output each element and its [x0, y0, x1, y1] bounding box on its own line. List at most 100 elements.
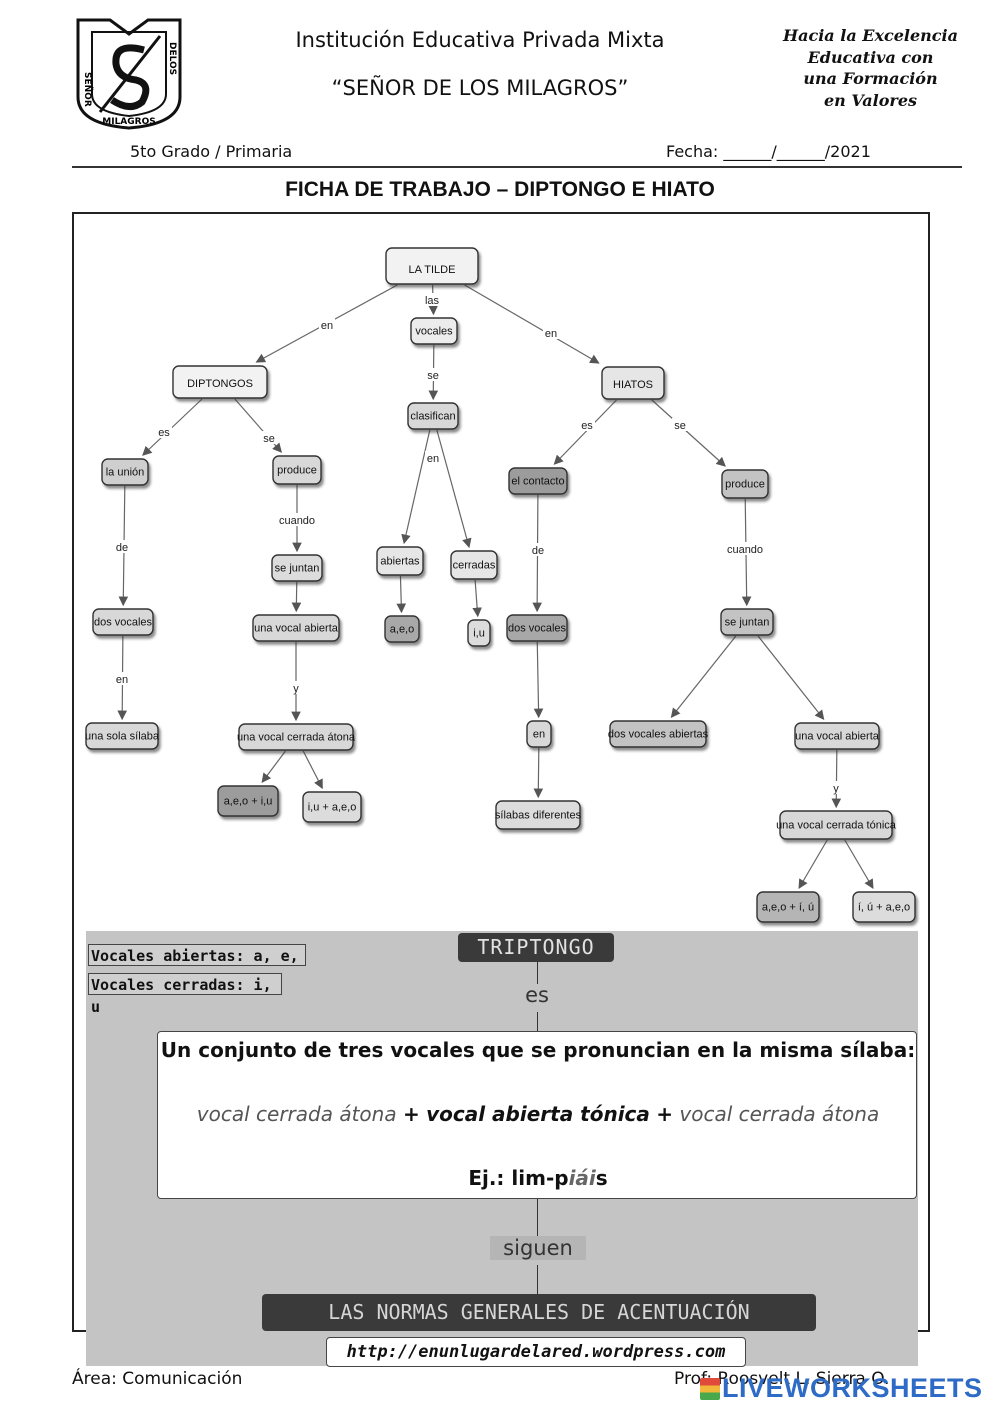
map-link-label-bg: [831, 781, 841, 794]
map-link-label-bg: [425, 451, 441, 464]
map-link-label-bg: [156, 425, 172, 438]
map-node-label: dos vocales: [94, 617, 153, 629]
link-siguen: siguen: [490, 1236, 586, 1260]
map-node-dos-vocales-abiertas: dos vocales abiertas: [608, 720, 709, 748]
map-link-label-bg: [725, 542, 765, 555]
map-link-label-bg: [425, 368, 441, 381]
map-link-label-y: y: [293, 683, 299, 695]
map-link-label-en: en: [427, 453, 439, 465]
map-connector: [261, 750, 286, 783]
map-node-en-h: en: [526, 720, 552, 748]
map-node-una-sola-silaba: una sola sílaba: [85, 722, 160, 750]
example: Ej.: lim-piáis: [468, 1166, 608, 1190]
map-node-label: una vocal cerrada tónica: [776, 820, 897, 832]
map-link-label-bg: [530, 543, 546, 556]
map-node-combo-d2: i,u + a,e,o: [302, 791, 362, 823]
map-link-label-es: es: [158, 427, 170, 439]
map-node-label: dos vocales abiertas: [608, 729, 709, 741]
map-link-label-bg: [291, 681, 301, 694]
map-node-la-union: la unión: [101, 458, 149, 486]
map-node-label: sílabas diferentes: [495, 810, 582, 822]
map-connector: [757, 635, 825, 720]
map-node-una-vocal-cerrada-tonica: una vocal cerrada tónica: [776, 810, 897, 840]
map-node-combo-h2: í, ú + a,e,o: [852, 891, 916, 923]
map-node-label: dos vocales: [508, 623, 567, 635]
map-link-label-se: se: [427, 370, 439, 382]
map-link-label-en: en: [545, 328, 557, 340]
map-connector: [302, 750, 323, 790]
source-url[interactable]: http://enunlugardelared.wordpress.com: [326, 1337, 746, 1367]
connector-line: [537, 1265, 538, 1294]
map-node-se-juntan-h: se juntan: [720, 608, 774, 636]
map-link-label-se: se: [674, 420, 686, 432]
vocales-abiertas-box: Vocales abiertas: a, e, o: [88, 944, 306, 987]
map-connector: [464, 284, 600, 364]
map-node-una-vocal-cerrada-atona: una vocal cerrada átona: [237, 723, 356, 751]
map-node-label: cerradas: [453, 560, 496, 572]
map-link-label-bg: [672, 418, 688, 431]
triptongo-heading: TRIPTONGO: [458, 933, 614, 962]
map-node-diptongos: DIPTONGOS: [172, 365, 268, 399]
map-connector: [142, 398, 203, 456]
map-connector: [553, 399, 617, 465]
map-connector: [844, 839, 874, 890]
map-node-dos-vocales-h: dos vocales: [506, 614, 568, 642]
map-node-label: se juntan: [275, 563, 320, 575]
map-node-label: produce: [277, 465, 317, 477]
map-connector: [670, 635, 737, 718]
map-node-label: a,e,o + i,u: [224, 796, 273, 808]
map-node-label: el contacto: [511, 476, 564, 488]
map-link-label-bg: [114, 672, 130, 685]
map-node-root: LA TILDE: [385, 247, 479, 285]
map-connector: [401, 429, 431, 545]
map-node-produce-h: produce: [721, 469, 769, 499]
map-node-hiatos: HIATOS: [601, 366, 665, 400]
teacher-label: Prof: Roosvelt L. Sierra O.: [674, 1369, 890, 1389]
map-node-abiertas: abiertas: [376, 546, 424, 576]
triptongo-definition-box: Un conjunto de tres vocales que se pronu…: [157, 1031, 917, 1199]
map-link-label-bg: [114, 540, 130, 553]
map-node-clasifican: clasifican: [407, 402, 459, 430]
liveworksheets-logo: LIVEWORKSHEETS: [700, 1373, 983, 1404]
map-link-label-se: se: [263, 433, 275, 445]
area-label: Área: Comunicación: [72, 1369, 243, 1389]
school-logo: SEÑOR DELOS MILAGROS: [70, 12, 188, 130]
map-node-label: la unión: [106, 467, 145, 479]
header-divider: [72, 166, 962, 168]
map-node-se-juntan-d: se juntan: [271, 554, 323, 582]
vocales-cerradas-box: Vocales cerradas: i, u: [88, 973, 282, 1016]
map-node-label: abiertas: [380, 556, 420, 568]
school-motto: Hacia la Excelencia Educativa con una Fo…: [783, 26, 958, 110]
map-node-label: i,u + a,e,o: [308, 802, 357, 814]
school-name-line2: “SEÑOR DE LOS MILAGROS”: [331, 76, 629, 100]
map-link-label-cuando: cuando: [727, 544, 763, 556]
map-node-label: DIPTONGOS: [187, 378, 253, 390]
map-node-combo-d1: a,e,o + i,u: [217, 785, 279, 817]
map-connector: [396, 575, 407, 614]
map-link-label-en: en: [116, 674, 128, 686]
map-node-vocales: vocales: [410, 317, 458, 345]
map-connector: [472, 579, 482, 618]
map-link-label-es: es: [581, 420, 593, 432]
map-link-label-bg: [579, 418, 595, 431]
map-node-label: LA TILDE: [409, 264, 456, 276]
map-node-label: en: [533, 729, 545, 741]
map-node-aeo: a,e,o: [384, 615, 420, 643]
map-link-label-bg: [319, 318, 335, 331]
map-node-dos-vocales-d: dos vocales: [92, 608, 154, 636]
map-node-una-vocal-abierta-h: una vocal abierta: [794, 722, 880, 750]
map-node-cerradas: cerradas: [450, 550, 498, 580]
map-node-silabas-diferentes: sílabas diferentes: [495, 800, 582, 830]
map-link-label-en: en: [321, 320, 333, 332]
map-link-label-y: y: [833, 783, 839, 795]
date-field: Fecha: ______/______/2021: [666, 142, 871, 161]
school-name-line1: Institución Educativa Privada Mixta: [295, 28, 665, 52]
map-link-label-bg: [261, 431, 277, 444]
definition-text: Un conjunto de tres vocales que se pronu…: [160, 1038, 916, 1062]
map-link-label-de: de: [116, 542, 128, 554]
map-node-label: a,e,o: [390, 624, 414, 636]
map-link-label-bg: [543, 326, 559, 339]
map-node-label: una vocal abierta: [795, 731, 880, 743]
grade-label: 5to Grado / Primaria: [130, 142, 293, 161]
